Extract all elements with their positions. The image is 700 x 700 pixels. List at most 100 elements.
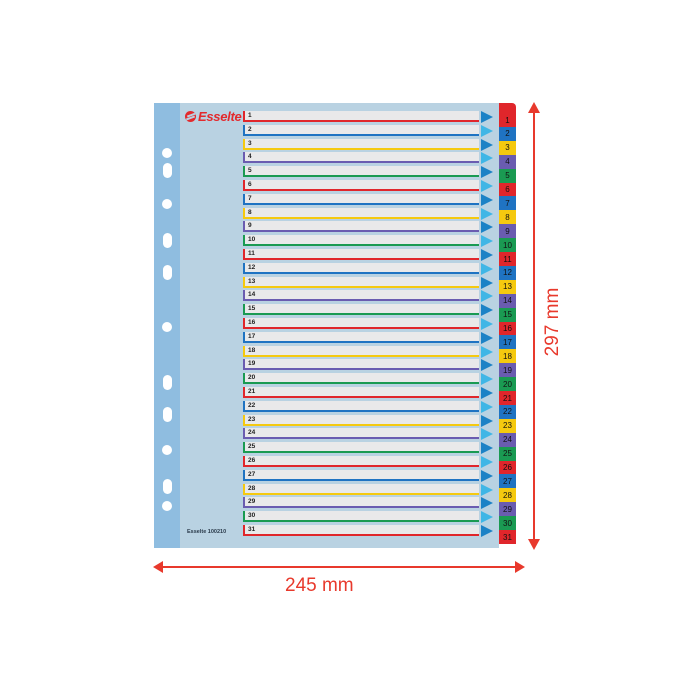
index-row: 5 xyxy=(243,166,479,178)
row-number: 2 xyxy=(248,125,252,133)
index-tab[interactable]: 16 xyxy=(499,321,516,336)
row-number: 22 xyxy=(248,401,256,409)
height-arrow-down-icon xyxy=(528,539,540,550)
row-arrow-icon xyxy=(481,373,493,386)
index-row: 3 xyxy=(243,138,479,150)
index-row: 1 xyxy=(243,111,479,122)
index-row: 13 xyxy=(243,276,479,288)
index-tab[interactable]: 8 xyxy=(499,210,516,225)
index-tab[interactable]: 13 xyxy=(499,279,516,294)
index-tab[interactable]: 7 xyxy=(499,196,516,211)
row-number: 9 xyxy=(248,222,252,230)
index-tab[interactable]: 29 xyxy=(499,502,516,517)
index-tab[interactable]: 17 xyxy=(499,335,516,350)
index-row: 15 xyxy=(243,304,479,316)
index-tab[interactable]: 5 xyxy=(499,168,516,183)
index-row: 18 xyxy=(243,345,479,357)
punch-hole xyxy=(162,163,172,178)
row-number: 5 xyxy=(248,167,252,175)
index-tab[interactable]: 27 xyxy=(499,474,516,489)
index-tab[interactable]: 20 xyxy=(499,377,516,392)
row-number: 1 xyxy=(248,112,252,119)
punch-hole xyxy=(162,501,172,511)
width-label: 245 mm xyxy=(285,575,354,596)
index-row: 20 xyxy=(243,373,479,385)
index-tab[interactable]: 15 xyxy=(499,307,516,322)
index-tab[interactable]: 21 xyxy=(499,391,516,405)
row-arrow-icon xyxy=(481,387,493,399)
index-tab[interactable]: 14 xyxy=(499,293,516,308)
row-number: 23 xyxy=(248,415,256,423)
index-tab[interactable]: 30 xyxy=(499,516,516,531)
row-arrow-icon xyxy=(481,511,493,524)
index-tab[interactable]: 9 xyxy=(499,224,516,239)
punch-hole xyxy=(162,375,172,390)
index-row: 26 xyxy=(243,456,479,467)
index-tab[interactable]: 1 xyxy=(499,113,516,127)
row-arrow-icon xyxy=(481,428,493,441)
row-arrow-icon xyxy=(481,262,493,275)
index-tab[interactable]: 12 xyxy=(499,265,516,280)
punch-hole xyxy=(162,233,172,248)
tab-top-edge xyxy=(499,103,516,115)
row-arrow-icon xyxy=(481,193,493,206)
brand-logo: Esselte xyxy=(185,109,242,124)
row-number: 21 xyxy=(248,388,256,395)
punch-hole xyxy=(162,322,172,332)
index-tab[interactable]: 2 xyxy=(499,126,516,141)
punch-hole xyxy=(162,265,172,280)
row-arrow-icon xyxy=(481,400,493,413)
row-number: 31 xyxy=(248,526,256,533)
index-row: 27 xyxy=(243,469,479,481)
punch-hole xyxy=(162,199,172,209)
row-arrow-icon xyxy=(481,166,493,179)
index-tab[interactable]: 11 xyxy=(499,252,516,266)
row-arrow-icon xyxy=(481,304,493,317)
index-tab[interactable]: 28 xyxy=(499,488,516,503)
row-number: 10 xyxy=(248,236,256,244)
row-number: 16 xyxy=(248,319,256,326)
index-tab[interactable]: 23 xyxy=(499,418,516,433)
row-arrow-icon xyxy=(481,111,493,123)
row-number: 8 xyxy=(248,208,252,216)
row-number: 20 xyxy=(248,374,256,382)
row-arrow-icon xyxy=(481,525,493,537)
height-dimension-line xyxy=(533,107,535,544)
row-arrow-icon xyxy=(481,235,493,248)
row-arrow-icon xyxy=(481,318,493,330)
index-tab[interactable]: 22 xyxy=(499,404,516,419)
index-tab[interactable]: 19 xyxy=(499,363,516,378)
row-arrow-icon xyxy=(481,469,493,482)
row-arrow-icon xyxy=(481,456,493,468)
punch-hole xyxy=(162,445,172,455)
index-tab[interactable]: 24 xyxy=(499,432,516,447)
esselte-logo-icon xyxy=(185,110,196,122)
index-tab[interactable]: 6 xyxy=(499,182,516,197)
row-number: 30 xyxy=(248,512,256,520)
row-number: 12 xyxy=(248,263,256,271)
row-number: 13 xyxy=(248,277,256,285)
index-tab[interactable]: 3 xyxy=(499,140,516,155)
index-tab[interactable]: 10 xyxy=(499,238,516,253)
row-arrow-icon xyxy=(481,207,493,220)
index-tab[interactable]: 4 xyxy=(499,154,516,169)
width-arrow-right-icon xyxy=(515,561,525,573)
index-row: 16 xyxy=(243,318,479,329)
punched-binding-strip xyxy=(154,103,180,548)
index-tab[interactable]: 31 xyxy=(499,530,516,544)
row-number: 18 xyxy=(248,346,256,354)
index-row: 2 xyxy=(243,124,479,136)
index-row: 22 xyxy=(243,400,479,412)
width-dimension-line xyxy=(157,566,521,568)
index-tab[interactable]: 18 xyxy=(499,349,516,364)
index-tab[interactable]: 25 xyxy=(499,446,516,461)
row-arrow-icon xyxy=(481,180,493,192)
row-arrow-icon xyxy=(481,152,493,165)
row-number: 11 xyxy=(248,250,255,257)
index-tab[interactable]: 26 xyxy=(499,460,516,475)
row-number: 27 xyxy=(248,470,256,478)
index-row: 21 xyxy=(243,387,479,398)
row-arrow-icon xyxy=(481,249,493,261)
